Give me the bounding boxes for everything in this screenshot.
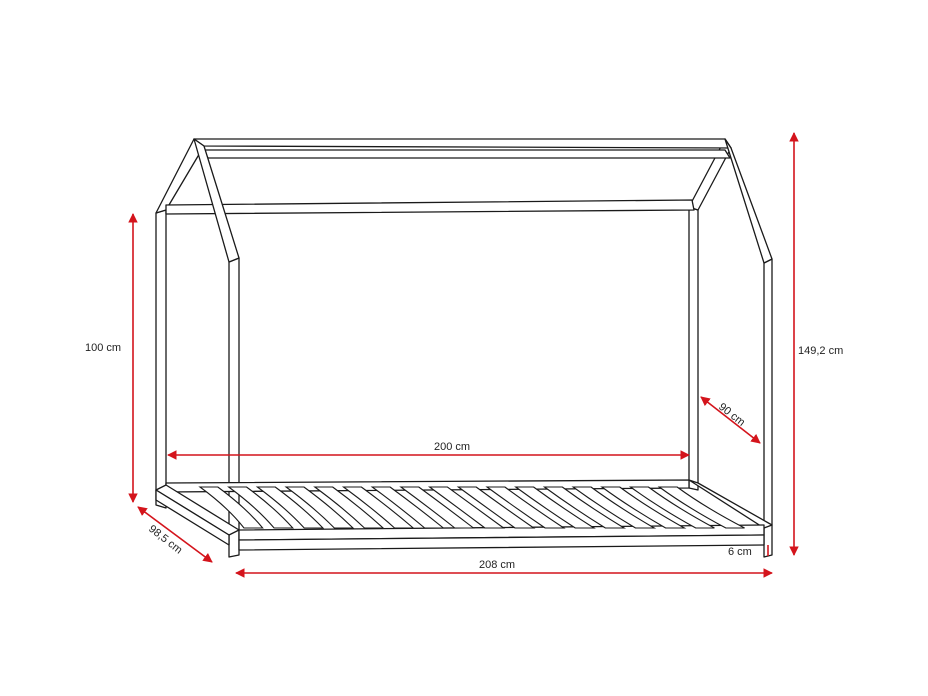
slat xyxy=(514,486,596,529)
slat xyxy=(456,486,536,529)
slat xyxy=(485,486,566,529)
slat xyxy=(657,486,745,529)
slat xyxy=(341,486,415,529)
front-right-rafter xyxy=(724,138,773,264)
right-bottom-rail xyxy=(688,479,773,529)
front-left-rafter xyxy=(193,138,240,263)
slat xyxy=(600,486,687,529)
dim-label-200: 200 cm xyxy=(434,441,470,453)
slat xyxy=(571,486,657,529)
slat xyxy=(542,486,627,529)
dim-label-100: 100 cm xyxy=(85,342,121,354)
dim-label-208: 208 cm xyxy=(479,559,515,571)
dim-label-149: 149,2 cm xyxy=(798,345,843,357)
bed-frame xyxy=(155,138,773,558)
ridge-beam-lower xyxy=(203,149,731,159)
dim-line-98 xyxy=(137,506,213,563)
back-left-post xyxy=(155,209,167,509)
slat xyxy=(198,486,264,529)
ridge-beam xyxy=(193,138,732,149)
slat xyxy=(227,486,295,529)
slat xyxy=(255,486,325,529)
front-right-post xyxy=(763,258,773,558)
slat xyxy=(313,486,385,529)
slat xyxy=(628,486,715,529)
left-bottom-rail xyxy=(155,484,240,536)
dim-label-90: 90 cm xyxy=(716,401,747,429)
dim-label-6: 6 cm xyxy=(728,546,752,558)
slat xyxy=(370,486,445,529)
slat xyxy=(284,486,355,529)
slat-group xyxy=(198,486,745,529)
back-right-post xyxy=(688,206,699,491)
back-top-rail xyxy=(165,199,695,215)
dim-line-90 xyxy=(700,396,761,444)
slat xyxy=(427,486,506,529)
slat xyxy=(399,486,476,529)
front-bottom-rail-face xyxy=(238,534,765,551)
